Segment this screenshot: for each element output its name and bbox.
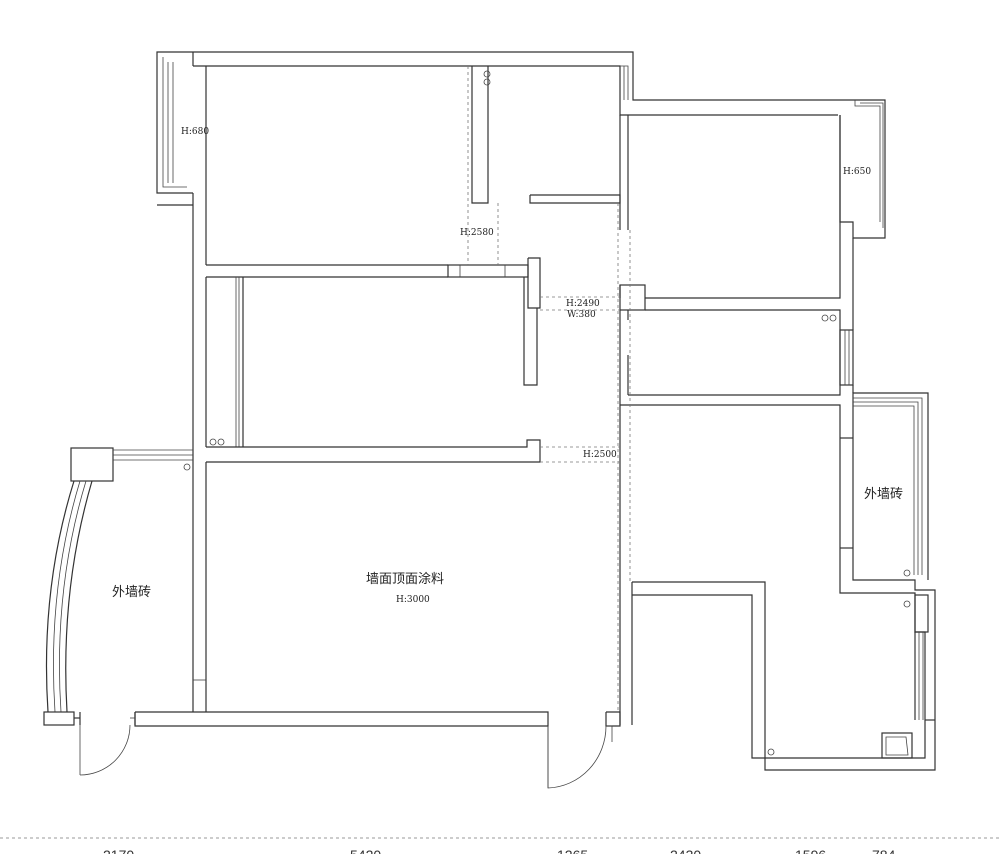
- label-w380: W:380: [567, 310, 596, 320]
- label-h650: H:650: [843, 167, 871, 177]
- label-h680: H:680: [181, 127, 209, 137]
- walls: [43, 51, 936, 789]
- label-h2490: H:2490: [566, 299, 600, 309]
- dimension-row: 2170 5420 1265 2430 1596 784: [103, 847, 896, 854]
- label-h2580: H:2580: [460, 228, 494, 238]
- dashed-lines: [0, 66, 1000, 839]
- label-main-height: H:3000: [396, 595, 430, 605]
- dimension-4: 2430: [670, 847, 701, 854]
- label-tile-left: 外墙砖: [112, 585, 151, 600]
- dimension-5: 1596: [795, 847, 826, 854]
- dimension-3: 1265: [557, 847, 588, 854]
- dimension-1: 2170: [103, 847, 134, 854]
- label-h2500: H:2500: [583, 450, 617, 460]
- label-tile-right: 外墙砖: [864, 487, 903, 502]
- dimension-6: 784: [872, 847, 896, 854]
- label-main-finish: 墙面顶面涂料: [366, 571, 444, 587]
- dimension-2: 5420: [350, 847, 381, 854]
- labels: H:680 H:650 H:2580 H:2490 W:380 H:2500 墙…: [112, 127, 903, 605]
